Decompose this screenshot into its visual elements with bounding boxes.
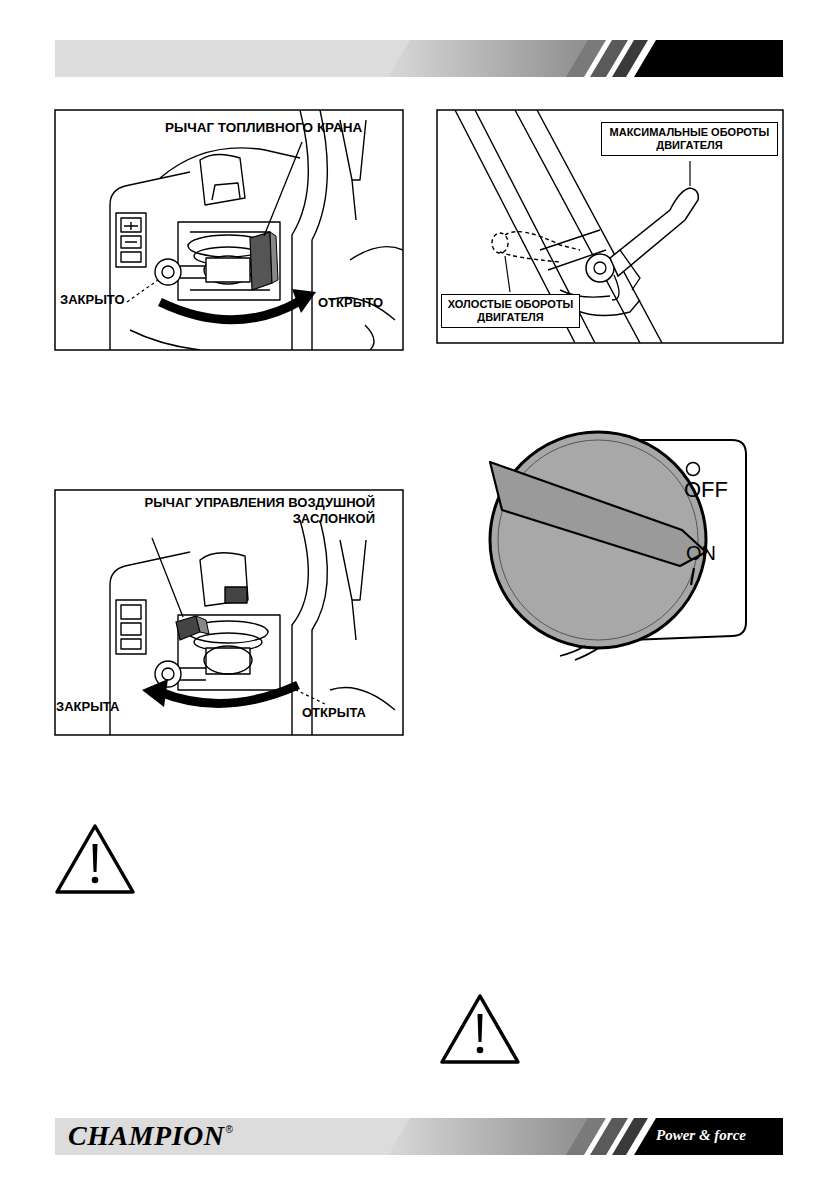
- callout-box: ХОЛОСТЫЕ ОБОРОТЫ ДВИГАТЕЛЯ: [441, 294, 580, 328]
- switch-label: ON: [686, 543, 716, 563]
- callout-text: ХОЛОСТЫЕ ОБОРОТЫ ДВИГАТЕЛЯ: [447, 298, 574, 324]
- position-label: ОТКРЫТА: [302, 706, 366, 721]
- slogan: Power & force: [656, 1127, 746, 1144]
- callout-text: МАКСИМАЛЬНЫЕ ОБОРОТЫ ДВИГАТЕЛЯ: [607, 126, 772, 152]
- position-label: ОТКРЫТО: [318, 296, 383, 311]
- header-band: [55, 40, 783, 77]
- brand-logo: CHAMPION: [68, 1120, 224, 1152]
- part-label: РЫЧАГ УПРАВЛЕНИЯ ВОЗДУШНОЙ ЗАСЛОНКОЙ: [95, 495, 375, 528]
- position-label: ЗАКРЫТО: [60, 293, 125, 308]
- position-label: ЗАКРЫТА: [56, 700, 119, 715]
- throttle-figure: [437, 110, 783, 343]
- part-label: РЫЧАГ ТОПЛИВНОГО КРАНА: [165, 120, 362, 136]
- switch-label: OFF: [684, 479, 728, 501]
- callout-box: МАКСИМАЛЬНЫЕ ОБОРОТЫ ДВИГАТЕЛЯ: [601, 122, 778, 156]
- registered-mark: ®: [225, 1124, 232, 1136]
- warning-icon: [57, 826, 133, 892]
- footer-band: [55, 1118, 783, 1155]
- fuel-valve-figure: [55, 110, 403, 350]
- choke-figure: [55, 490, 403, 735]
- warning-icon: [442, 996, 518, 1062]
- engine-switch: [490, 432, 746, 660]
